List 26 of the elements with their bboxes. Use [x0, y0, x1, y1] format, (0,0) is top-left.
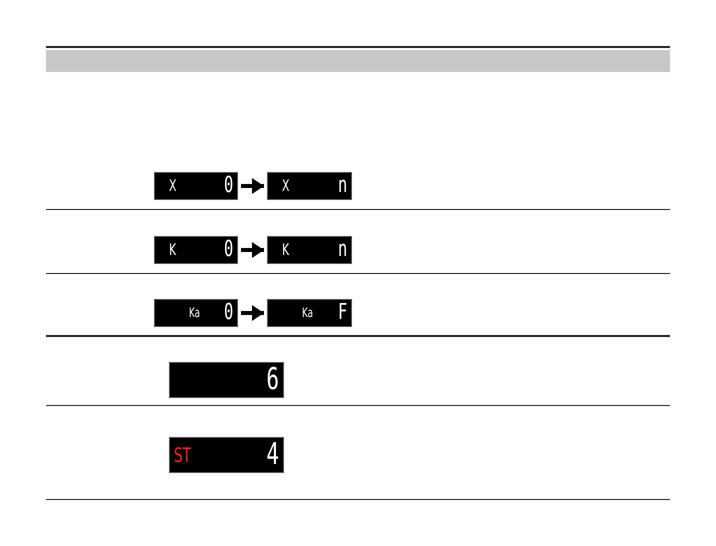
display-mode-text: X [282, 178, 290, 194]
display-mode-text: X [169, 178, 176, 194]
display-mode-text: Ka [189, 306, 200, 320]
lcd-display [154, 172, 238, 200]
arrow [241, 178, 264, 194]
display-digit: 4 [266, 440, 279, 470]
display-digit: 6 [266, 365, 279, 395]
lcd-display [154, 236, 238, 264]
lcd-display [169, 362, 284, 398]
lcd-display [267, 299, 352, 327]
lcd-display [169, 437, 284, 473]
display-mode-text: Ka [302, 306, 313, 320]
arrow [241, 305, 264, 321]
display-digit: 0 [224, 175, 233, 197]
lcd-display [267, 236, 352, 264]
arrow [241, 242, 264, 258]
display-digit: n [338, 175, 347, 197]
display-digit: n [338, 239, 347, 261]
display-digit: 0 [224, 302, 233, 324]
display-mode-text: K [282, 242, 290, 258]
lcd-display [267, 172, 352, 200]
display-mode-text: ST [174, 445, 191, 465]
display-digit: 0 [224, 239, 233, 261]
display-digit: F [338, 302, 347, 324]
lcd-display [154, 299, 238, 327]
display-mode-text: K [169, 242, 176, 258]
